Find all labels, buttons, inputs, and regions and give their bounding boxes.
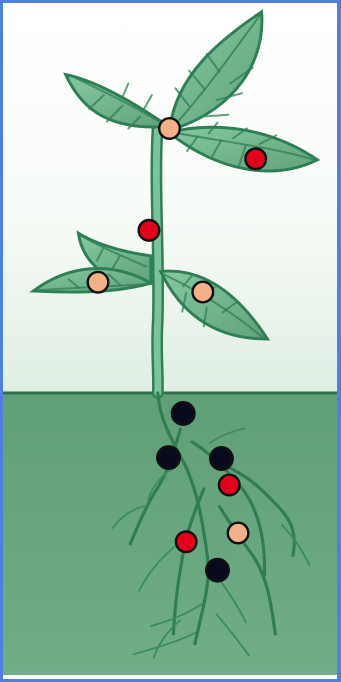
- marker-red-stem-middle: [139, 220, 160, 241]
- marker-peach-leaf-left-middle: [88, 272, 109, 293]
- sky-background: [3, 7, 337, 393]
- marker-peach-leaf-top-junction: [159, 118, 180, 139]
- plant-stem-highlight: [156, 125, 158, 393]
- marker-black-root-right: [210, 447, 233, 470]
- marker-black-root-top: [172, 402, 195, 425]
- marker-red-root-lower: [176, 532, 197, 553]
- marker-red-root-upper: [219, 475, 240, 496]
- marker-peach-leaf-right-middle: [193, 282, 214, 303]
- plant-diagram: [3, 3, 337, 679]
- marker-peach-root: [228, 523, 249, 544]
- marker-red-leaf-right: [245, 149, 266, 170]
- marker-black-root-bottom: [206, 559, 229, 582]
- marker-black-root-left: [157, 446, 180, 469]
